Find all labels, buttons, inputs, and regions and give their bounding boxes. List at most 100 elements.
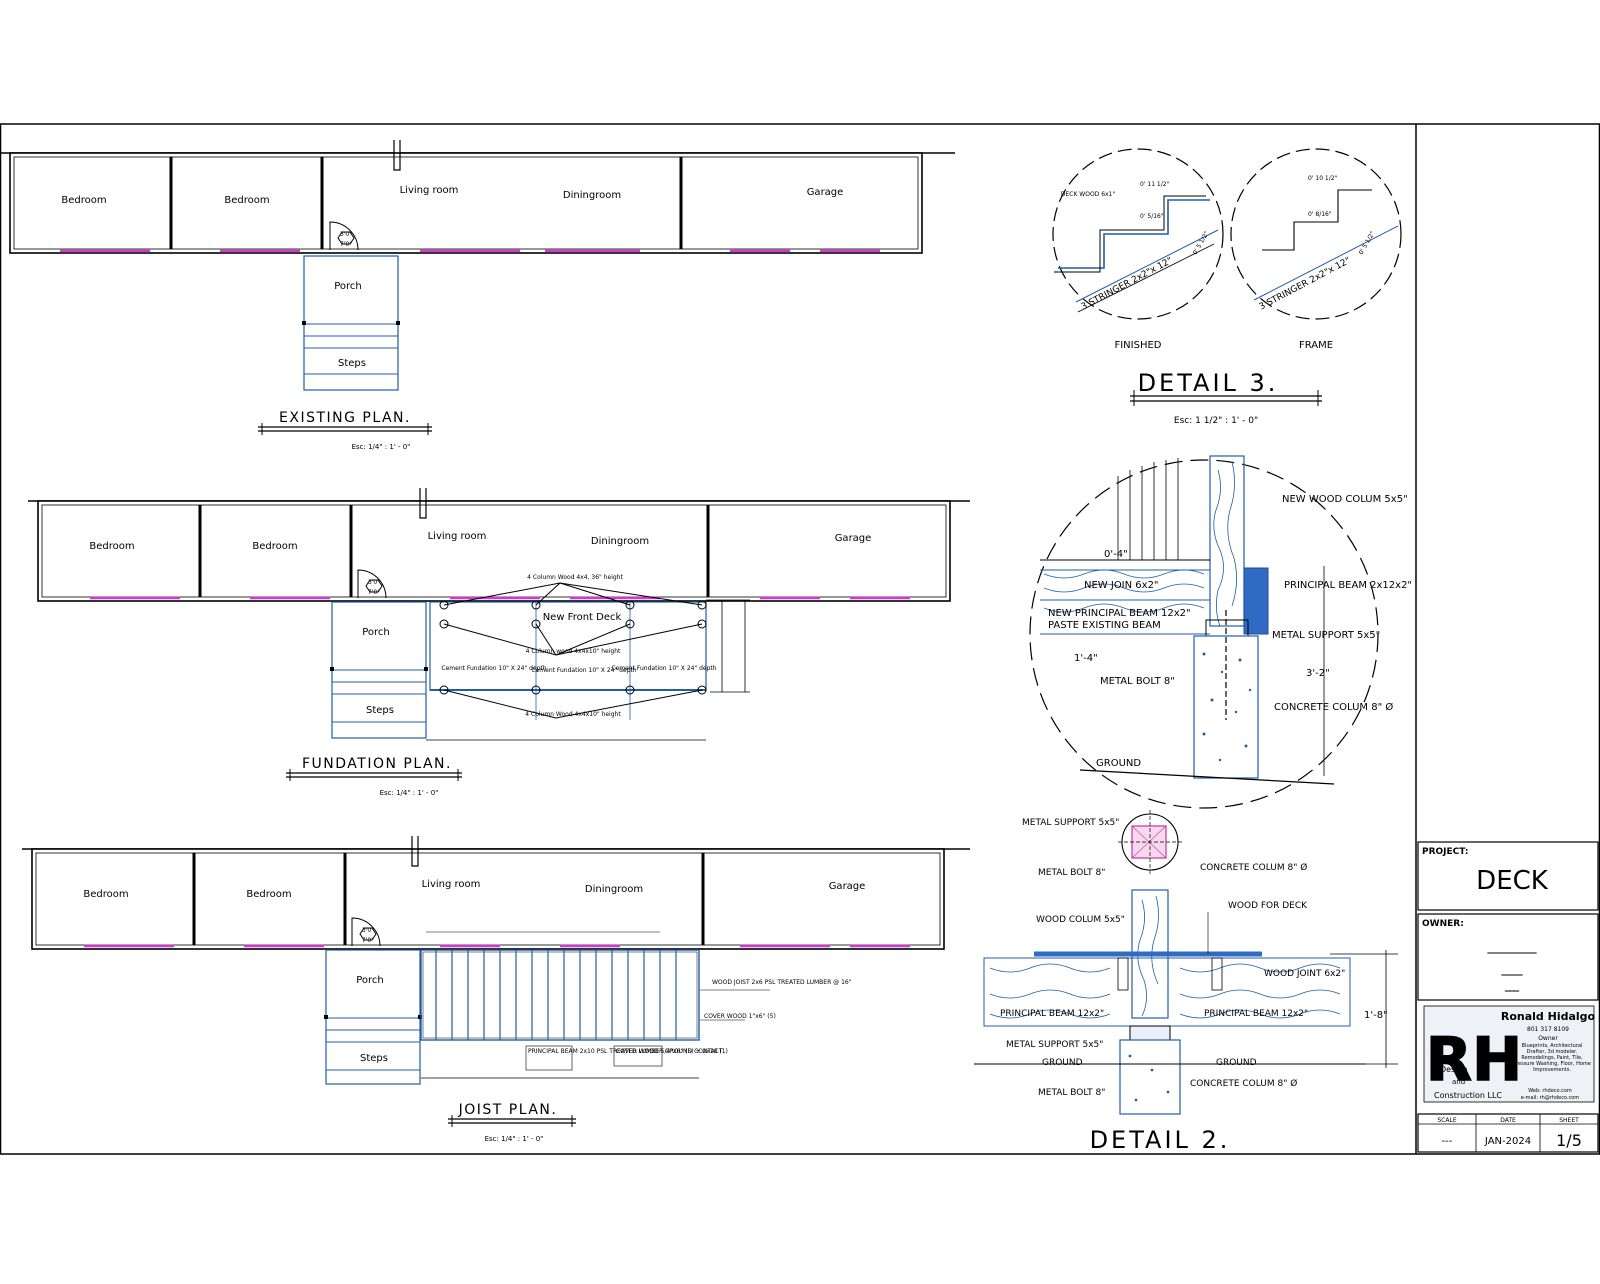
area-label-steps: Steps — [338, 358, 366, 369]
owner-line: ___ — [1501, 960, 1524, 976]
concrete-label: CONCRETE COLUM 8" Ø — [1190, 1078, 1297, 1089]
foundation-note: 4 Column Wood 4x4, 36" height — [527, 574, 623, 581]
stringer-label: 3 STRINGER 2x2"x 12" — [1080, 256, 1175, 313]
door-height-label: 7'0" — [362, 937, 374, 944]
dimension-label: 0'-4" — [1104, 549, 1128, 560]
detail-3-scale: Esc: 1 1/2" : 1' - 0" — [1174, 416, 1258, 426]
foundation-note: Cement Fundation 10" X 24" depth — [611, 665, 716, 672]
date-label: DATE — [1500, 1117, 1516, 1124]
room-label-bedroom: Bedroom — [83, 889, 128, 900]
ground-label: GROUND — [1096, 758, 1141, 769]
logo-sub: and — [1452, 1078, 1465, 1086]
foundation-note: Cement Fundation 10" X 24" depth — [531, 667, 636, 674]
room-label-dining: Diningroom — [585, 884, 643, 895]
concrete-label: CONCRETE COLUM 8" Ø — [1200, 862, 1307, 873]
frame-label: FRAME — [1299, 340, 1333, 351]
dimension-label: 0' 8/16" — [1308, 211, 1332, 218]
room-label-bedroom: Bedroom — [224, 195, 269, 206]
wood-joint-label: WOOD JOINT 6x2" — [1264, 969, 1345, 979]
ground-label: GROUND — [1042, 1058, 1083, 1068]
metal-bolt-label: METAL BOLT 8" — [1038, 1088, 1105, 1098]
detail-column-section: NEW WOOD COLUM 5x5" 0'-4" NEW JOIN 6x2" … — [1029, 455, 1412, 809]
room-label-bedroom: Bedroom — [252, 541, 297, 552]
deck-label: New Front Deck — [543, 612, 622, 623]
owner-line: __ — [1504, 976, 1520, 992]
dimension-label: 3'-2" — [1306, 668, 1330, 679]
area-label-porch: Porch — [362, 627, 390, 638]
ground-label: GROUND — [1216, 1058, 1257, 1068]
door-size-label: 3'0" — [368, 579, 380, 586]
company-logo — [1423, 1005, 1595, 1103]
detail-3: DECK WOOD 6x1" 3 STRINGER 2x2"x 12" 0' 1… — [1052, 148, 1402, 426]
door-height-label: 7'0" — [368, 589, 380, 596]
stringer-label: 3 STRINGER 2x2"x 12" — [1258, 256, 1353, 313]
dimension-label: 0' 5 1/2" — [1192, 230, 1211, 256]
fundation-plan-title: FUNDATION PLAN. — [302, 756, 452, 772]
new-colum-label: NEW WOOD COLUM 5x5" — [1282, 494, 1408, 505]
concrete-colum-label: CONCRETE COLUM 8" Ø — [1274, 701, 1393, 713]
company-email: e-mail: rh@rhdeco.com — [1521, 1095, 1580, 1101]
dimension-label: 1'-8" — [1364, 1010, 1388, 1021]
dimension-label: 0' 11 1/2" — [1140, 181, 1170, 188]
metal-support-label: METAL SUPPORT 5x5" — [1272, 630, 1380, 641]
area-label-porch: Porch — [356, 975, 384, 986]
room-label-garage: Garage — [829, 881, 866, 892]
joist-plan-title: JOIST PLAN. — [458, 1102, 558, 1118]
area-label-steps: Steps — [366, 705, 394, 716]
foundation-note: 4 Column wood 4x4x10" height — [526, 648, 621, 655]
company-web: Web: rhdeco.com — [1528, 1088, 1572, 1094]
company-role: Owner — [1538, 1035, 1558, 1042]
joist-plan-scale: Esc: 1/4" : 1' - 0" — [485, 1135, 544, 1143]
principal-beam-label: PRINCIPAL BEAM 12x2" — [1000, 1009, 1104, 1019]
metal-support-label: METAL SUPPORT 5x5" — [1022, 818, 1119, 828]
wood-colum-label: WOOD COLUM 5x5" — [1036, 915, 1125, 925]
room-label-garage: Garage — [835, 533, 872, 544]
fundation-plan-scale: Esc: 1/4" : 1' - 0" — [380, 789, 439, 797]
door-size-label: 3'0" — [340, 231, 352, 238]
title-block: PROJECT: DECK OWNER: _______ ___ __ RH D… — [1417, 841, 1599, 1153]
metal-bolt-label: METAL BOLT 8" — [1100, 676, 1175, 687]
foundation-note: Cement Fundation 10" X 24" depth — [441, 665, 546, 672]
joist-note: WOOD JOIST 2x6 PSL TREATED LUMBER @ 16" — [712, 979, 852, 986]
company-phone: 801 317 8109 — [1527, 1026, 1569, 1033]
existing-plan-scale: Esc: 1/4" : 1' - 0" — [352, 443, 411, 451]
company-services: Blueprints, Architectural Drafter, 3d mo… — [1513, 1043, 1591, 1073]
new-join-label: NEW JOIN 6x2" — [1084, 580, 1159, 591]
door-size-label: 3'0" — [362, 927, 374, 934]
room-label-dining: Diningroom — [591, 536, 649, 547]
existing-plan-title: EXISTING PLAN. — [279, 410, 411, 426]
room-label-bedroom: Bedroom — [246, 889, 291, 900]
metal-bolt-label: METAL BOLT 8" — [1038, 868, 1105, 878]
foundation-note: 4 Column Wood 4x4x10" height — [525, 711, 621, 718]
owner-label: OWNER: — [1422, 919, 1464, 929]
dimension-label: 0' 10 1/2" — [1308, 175, 1338, 182]
scale-label: SCALE — [1437, 1117, 1456, 1124]
area-label-porch: Porch — [334, 281, 362, 292]
logo-sub: Design — [1440, 1065, 1468, 1074]
principal-beam-label: PRINCIPAL BEAM 2x12x2" — [1284, 580, 1412, 591]
joist-note: COVER WOOD 1"x6" (5) — [704, 1013, 776, 1020]
date-value: JAN-2024 — [1484, 1136, 1531, 1147]
existing-plan: 3'0" 7'0" Bedroom Bedroom Living room Di… — [0, 140, 955, 451]
project-value: DECK — [1476, 866, 1549, 896]
finished-label: FINISHED — [1114, 340, 1161, 351]
joist-note: PRINCIPAL BEAM 2x10 PSL TREATED LUMBER G… — [528, 1048, 723, 1055]
metal-support-label: METAL SUPPORT 5x5" — [1006, 1040, 1103, 1050]
fundation-plan: 3'0" 7'0" Bedroom Bedroom Living room Di… — [28, 488, 970, 797]
dimension-label: 1'-4" — [1074, 653, 1098, 664]
paste-existing-beam-label: PASTE EXISTING BEAM — [1048, 620, 1161, 631]
new-principal-beam-label: NEW PRINCIPAL BEAM 12x2" — [1048, 608, 1191, 619]
owner-line: _______ — [1487, 938, 1538, 954]
room-label-garage: Garage — [807, 187, 844, 198]
sheet-label: SHEET — [1559, 1117, 1579, 1124]
project-label: PROJECT: — [1422, 847, 1469, 857]
room-label-bedroom: Bedroom — [61, 195, 106, 206]
dimension-label: 0' 5 1/2" — [1358, 230, 1377, 256]
room-label-living: Living room — [428, 531, 487, 542]
dimension-label: 0' 5/16" — [1140, 213, 1164, 220]
company-name: Ronald Hidalgo — [1501, 1010, 1596, 1023]
sheet-value: 1/5 — [1556, 1131, 1582, 1150]
principal-beam-label: PRINCIPAL BEAM 12x2" — [1204, 1009, 1308, 1019]
